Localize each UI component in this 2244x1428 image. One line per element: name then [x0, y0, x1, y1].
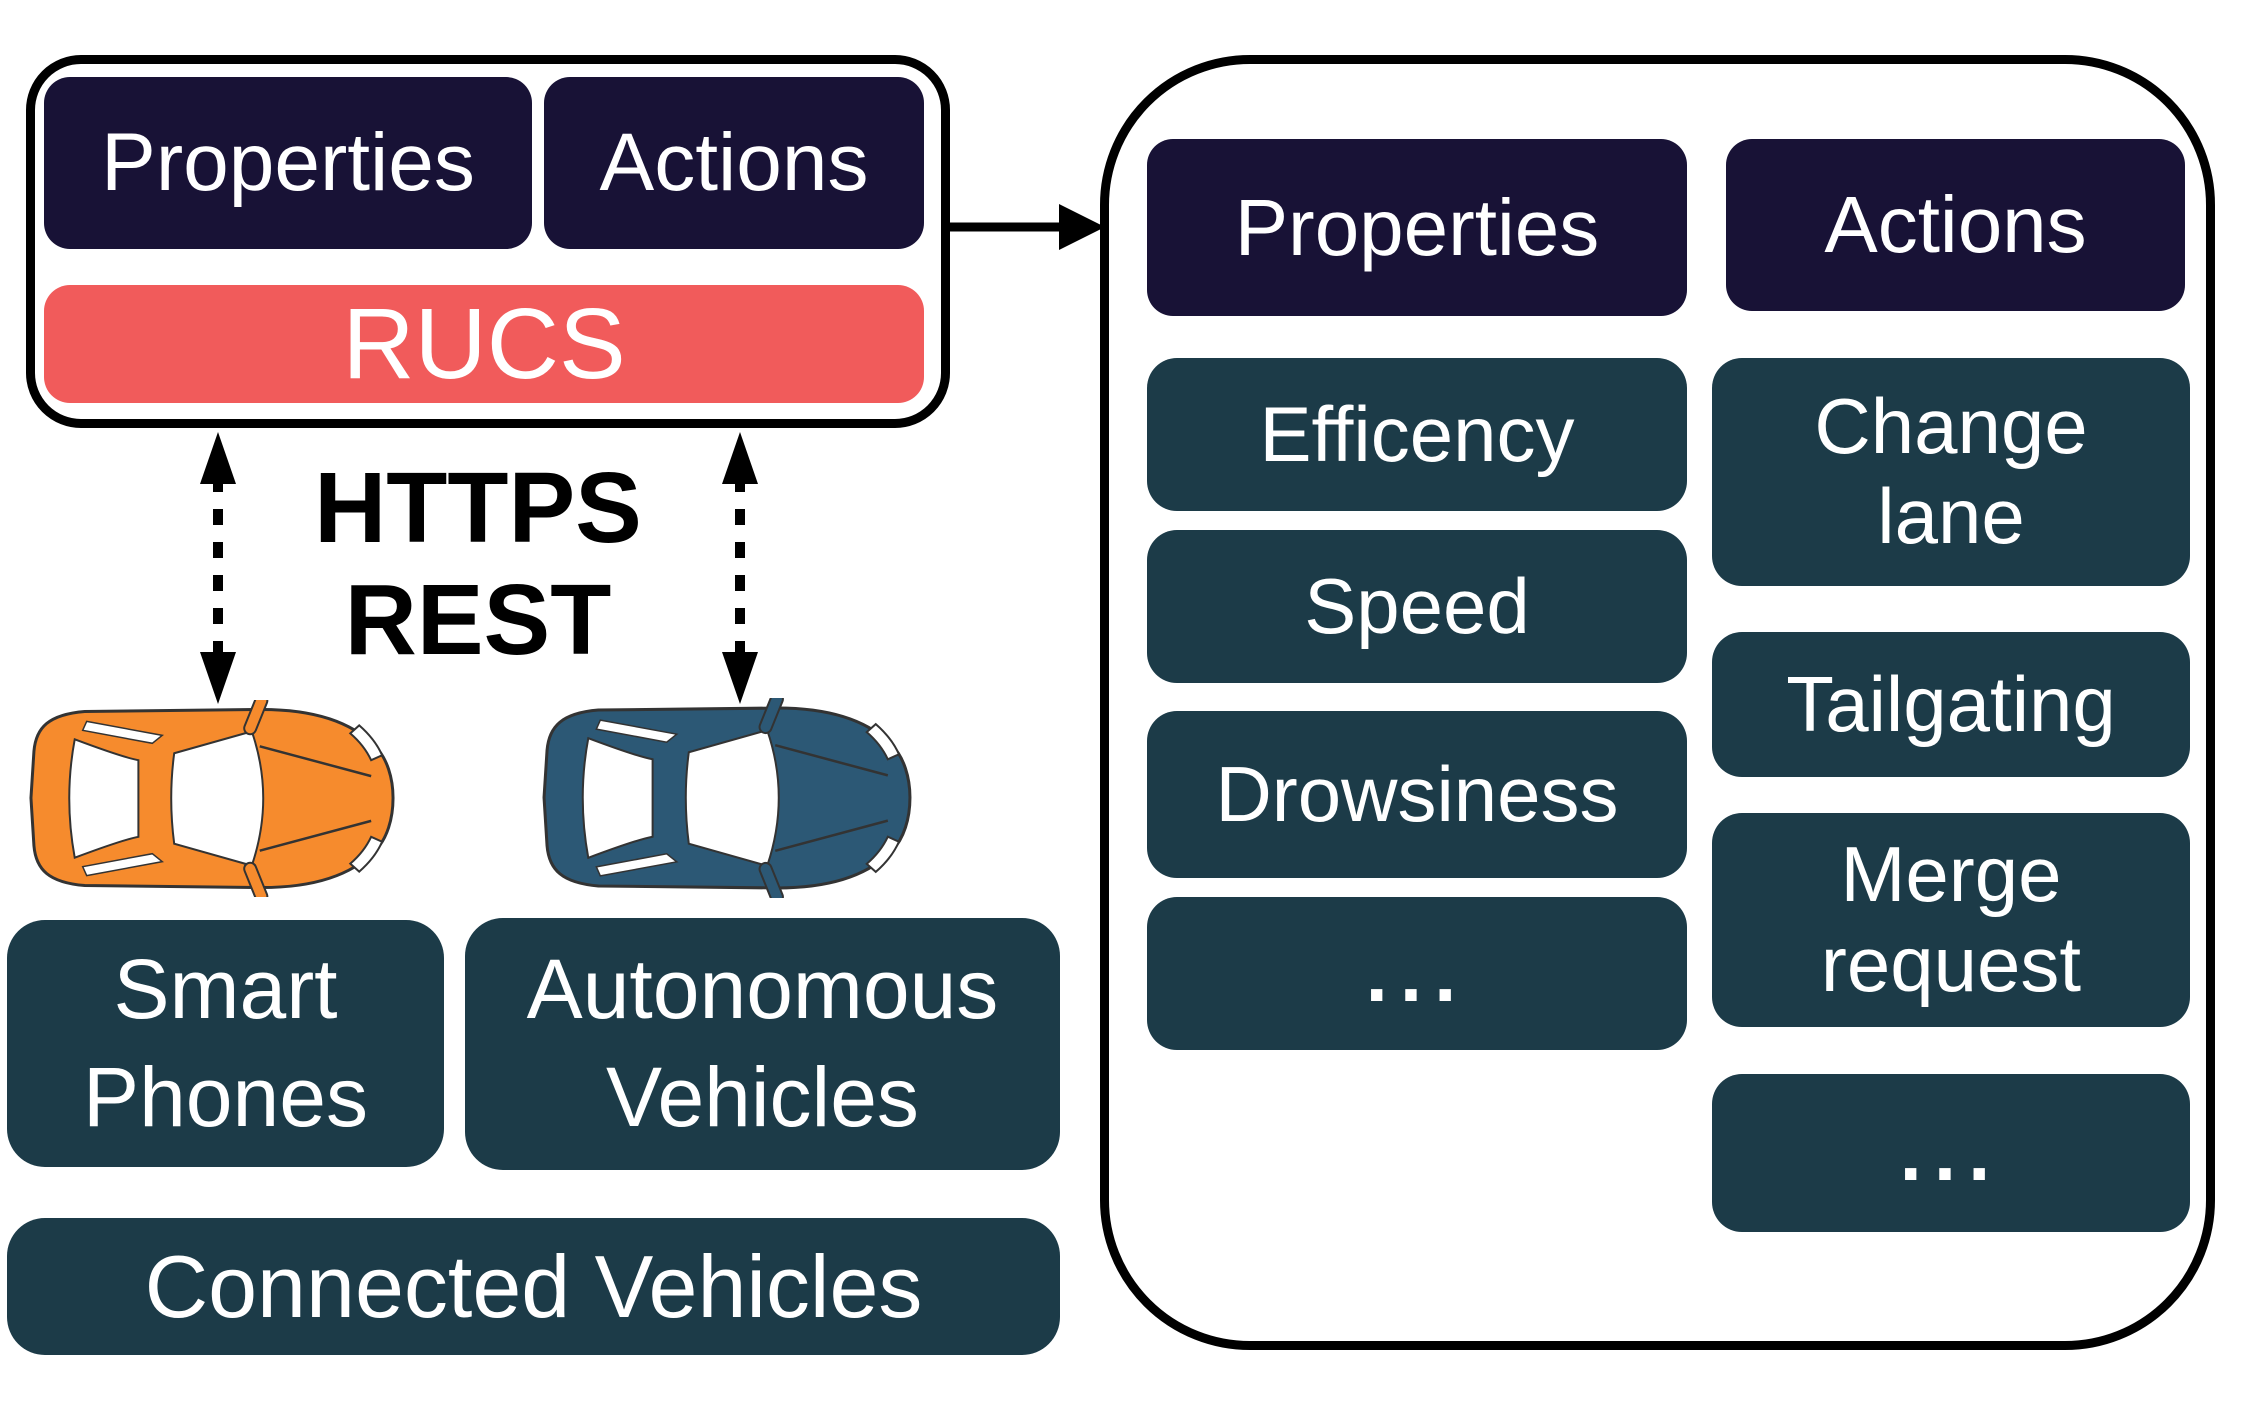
autonomous-vehicles-box: Autonomous Vehicles [465, 918, 1060, 1170]
autonomous-vehicles-label: Autonomous Vehicles [526, 942, 999, 1144]
panel-properties-header: Properties [1147, 139, 1687, 316]
action-item-ellipsis: ... [1712, 1074, 2190, 1232]
property-item-drowsiness: Drowsiness [1147, 711, 1687, 878]
connected-vehicles-box: Connected Vehicles [7, 1218, 1060, 1355]
rucs-title-bar: RUCS [44, 285, 924, 403]
https-link-arrow-right-icon [722, 432, 758, 704]
property-item-label: Efficency [1259, 390, 1575, 478]
rucs-properties-label: Properties [101, 117, 475, 208]
panel-actions-label: Actions [1824, 180, 2087, 269]
action-item-tailgating: Tailgating [1712, 632, 2190, 777]
rucs-node-container: Properties Actions RUCS [26, 55, 950, 428]
detail-panel-container: Properties Actions Efficency Speed Drows… [1100, 55, 2215, 1350]
https-link-arrow-left-icon [200, 432, 236, 704]
connected-vehicles-label: Connected Vehicles [144, 1236, 923, 1336]
action-item-label: Change lane [1814, 382, 2088, 560]
action-item-change-lane: Change lane [1712, 358, 2190, 586]
action-item-merge-request: Merge request [1712, 813, 2190, 1027]
property-item-label: Speed [1304, 562, 1530, 650]
rucs-actions-label: Actions [599, 117, 869, 208]
property-item-ellipsis: ... [1147, 897, 1687, 1050]
autonomous-car-icon [542, 698, 912, 898]
panel-actions-header: Actions [1726, 139, 2185, 311]
rucs-to-panel-arrow-icon [945, 204, 1105, 250]
rucs-title: RUCS [342, 287, 626, 400]
smartphone-car-icon [29, 700, 395, 897]
rucs-properties-interface: Properties [44, 77, 532, 249]
property-item-efficency: Efficency [1147, 358, 1687, 511]
action-item-label: Merge request [1820, 830, 2082, 1008]
property-item-label: Drowsiness [1215, 750, 1619, 838]
smart-phones-label: Smart Phones [83, 941, 368, 1144]
action-item-label: Tailgating [1786, 660, 2116, 748]
protocol-line1: HTTPS [314, 452, 642, 564]
smart-phones-box: Smart Phones [7, 920, 444, 1167]
panel-properties-label: Properties [1234, 182, 1600, 272]
rucs-actions-interface: Actions [544, 77, 924, 249]
action-item-label: ... [1899, 1108, 2003, 1197]
protocol-label: HTTPS REST [258, 452, 698, 676]
property-item-speed: Speed [1147, 530, 1687, 683]
property-item-label: ... [1365, 928, 1469, 1018]
protocol-line2: REST [344, 564, 612, 676]
